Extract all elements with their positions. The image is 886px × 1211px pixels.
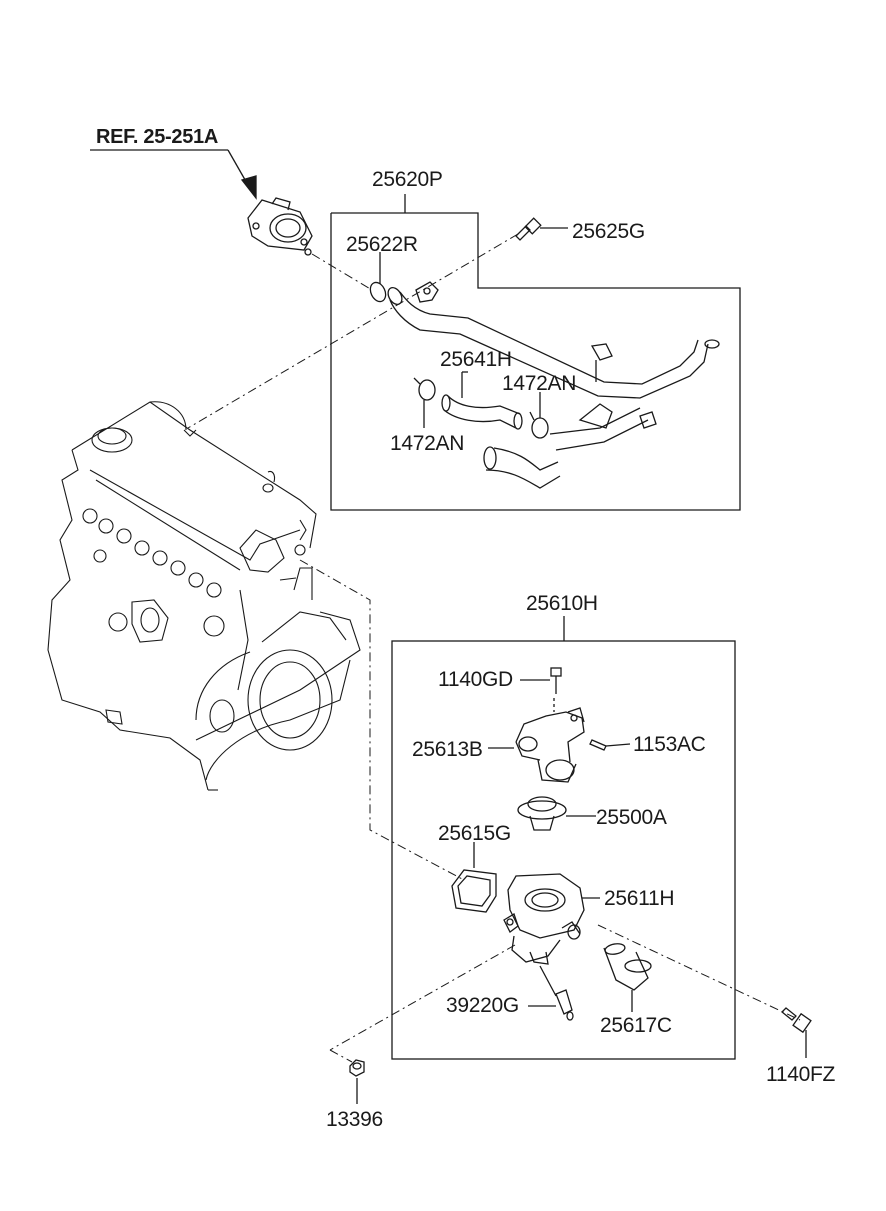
housing-assy-box <box>391 616 736 1060</box>
ref-label: REF. 25-251A <box>96 126 219 148</box>
housing-25611h-icon <box>503 873 600 965</box>
label-1140fz: 1140FZ <box>766 1063 836 1086</box>
label-1140gd: 1140GD <box>438 668 513 691</box>
label-25617c: 25617C <box>600 1014 672 1037</box>
label-1472an-right: 1472AN <box>502 372 577 395</box>
label-25610h: 25610H <box>526 592 598 615</box>
clamp-icon <box>413 377 549 439</box>
bolt-1140fz-icon <box>781 1007 812 1058</box>
outlet-flange-icon <box>247 197 313 256</box>
gasket-25615g-icon <box>451 842 497 913</box>
thermostat-25500a-icon <box>517 796 596 831</box>
label-1153ac: 1153AC <box>633 733 706 756</box>
nut-13396-icon <box>349 1059 365 1104</box>
ref-leader <box>90 149 257 200</box>
bolt-1140gd-icon <box>520 667 562 712</box>
hose-25641h-icon <box>441 371 523 430</box>
label-25620p: 25620P <box>372 168 443 191</box>
engine-block-icon <box>47 401 361 791</box>
label-25625g: 25625G <box>572 220 645 243</box>
outlet-fitting-25613b-icon <box>488 707 585 783</box>
sensor-39220g-icon <box>528 965 574 1021</box>
stud-1153ac-icon <box>589 739 631 751</box>
bolt-25625g-icon <box>515 217 568 241</box>
water-pipe-icon <box>387 281 720 489</box>
label-25500a: 25500A <box>596 806 667 829</box>
label-25622r: 25622R <box>346 233 418 256</box>
label-25613b: 25613B <box>412 738 483 761</box>
label-25615g: 25615G <box>438 822 511 845</box>
label-39220g: 39220G <box>446 994 519 1017</box>
label-1472an-left: 1472AN <box>390 432 465 455</box>
hose-assy-box <box>330 194 741 511</box>
pipe-25617c-icon <box>603 943 652 1012</box>
dashed-leaders <box>187 233 801 1063</box>
label-13396: 13396 <box>326 1108 383 1131</box>
oring-25622r-icon <box>369 252 387 303</box>
label-25611h: 25611H <box>604 887 675 910</box>
label-25641h: 25641H <box>440 348 512 371</box>
